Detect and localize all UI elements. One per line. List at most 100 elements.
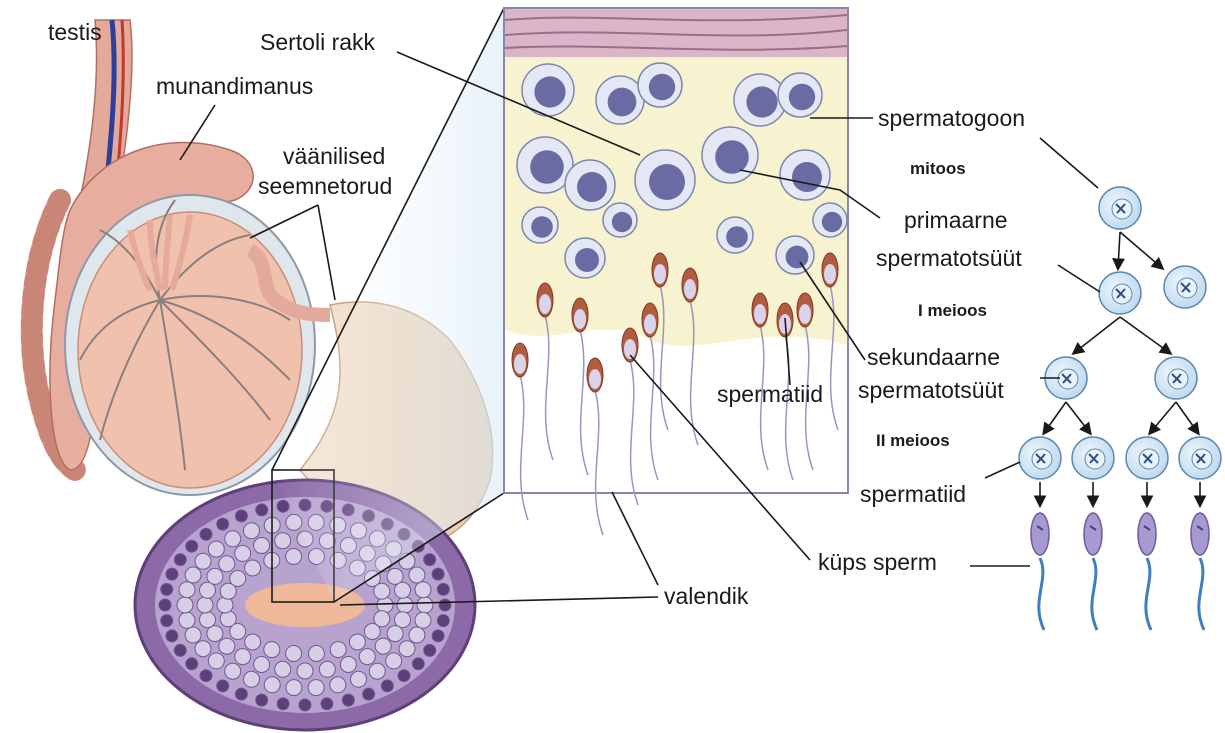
- tubule-cell: [217, 518, 229, 530]
- tubule-cell: [208, 653, 224, 669]
- tubule-cell: [219, 556, 235, 572]
- tissue-cell: [780, 150, 830, 200]
- label-tubules-line1: väänilised: [283, 143, 385, 169]
- leader-primary-scheme: [1058, 265, 1100, 292]
- label-epididymis: munandimanus: [156, 73, 313, 99]
- tubule-cell: [319, 661, 335, 677]
- tubule-cell: [174, 644, 186, 656]
- label-mitosis: mitoos: [910, 159, 966, 178]
- tubule-cell: [161, 615, 173, 627]
- tubule-cell: [230, 571, 246, 587]
- scheme-arrow: [1044, 402, 1066, 433]
- tubule-cell: [432, 568, 444, 580]
- label-mature-sperm: küps sperm: [818, 549, 937, 575]
- tubule-cell: [217, 680, 229, 692]
- tissue-cell: [702, 127, 758, 183]
- tissue-zoom-panel: [504, 8, 848, 535]
- tubule-cell: [195, 553, 211, 569]
- tubule-cell: [321, 698, 333, 710]
- tubule-cell: [220, 611, 236, 627]
- scheme-sperm-3: [1138, 513, 1156, 630]
- tissue-cell: [776, 236, 814, 274]
- label-secondary-line2: spermatotsüüt: [858, 377, 1004, 403]
- tubule-cell: [179, 612, 195, 628]
- scheme-cell-spermatid-3: [1126, 437, 1168, 479]
- tubule-cell: [179, 582, 195, 598]
- tissue-cell: [522, 207, 558, 243]
- tubule-cell: [275, 661, 291, 677]
- label-primary-line2: spermatotsüüt: [876, 245, 1022, 271]
- tubule-cell: [275, 533, 291, 549]
- tubule-cell: [200, 670, 212, 682]
- scheme-sperm: [1031, 513, 1209, 630]
- label-sertoli: Sertoli rakk: [260, 29, 376, 55]
- scheme-arrow: [1118, 232, 1120, 268]
- tissue-cell: [717, 217, 753, 253]
- tubule-cell: [244, 523, 260, 539]
- tubule-cell: [409, 627, 425, 643]
- tubule-cell: [432, 630, 444, 642]
- tissue-cell: [596, 76, 644, 124]
- tubule-cell: [177, 597, 193, 613]
- tubule-cell: [166, 568, 178, 580]
- label-primary-line1: primaarne: [904, 207, 1008, 233]
- tubule-cell: [397, 597, 413, 613]
- tubule-cell: [297, 663, 313, 679]
- tubule-cell: [342, 694, 354, 706]
- tubule-cell: [186, 540, 198, 552]
- tubule-cell: [235, 649, 251, 665]
- tubule-cell: [195, 641, 211, 657]
- tubule-cell: [359, 649, 375, 665]
- tubule-cell: [286, 680, 302, 696]
- tubule-cell: [159, 599, 171, 611]
- label-meiosis2: II meioos: [876, 431, 950, 450]
- tubule-cell: [330, 642, 346, 658]
- tubule-cell: [377, 597, 393, 613]
- tubule-cell: [398, 670, 410, 682]
- scheme-arrow: [1150, 402, 1176, 433]
- scheme-sperm-1: [1031, 513, 1049, 630]
- scheme-cell-spermatid-4: [1179, 437, 1221, 479]
- leader-spermatid-scheme: [985, 462, 1020, 478]
- tubule-cell: [208, 541, 224, 557]
- tubule-cell: [245, 560, 261, 576]
- label-testis: testis: [48, 19, 102, 45]
- scheme-cell-spermatogonium: [1099, 187, 1141, 229]
- tissue-cell: [778, 73, 822, 117]
- spermatogenesis-scheme: [1019, 187, 1221, 630]
- tubule-cell: [386, 653, 402, 669]
- scheme-sperm-4: [1191, 513, 1209, 630]
- tubule-cell: [256, 694, 268, 706]
- tubule-cell: [415, 612, 431, 628]
- tubule-cell: [264, 642, 280, 658]
- scheme-sperm-2: [1084, 513, 1102, 630]
- label-tubules-line2: seemnetorud: [258, 173, 392, 199]
- scheme-arrow: [1074, 317, 1120, 353]
- tubule-cell: [395, 582, 411, 598]
- tubule-cell: [235, 688, 247, 700]
- tubule-cell: [219, 638, 235, 654]
- tubule-cell: [254, 538, 270, 554]
- scheme-cell-primary-b: [1164, 266, 1206, 308]
- label-lumen: valendik: [664, 583, 749, 609]
- tissue-cell: [603, 203, 637, 237]
- tissue-cell: [565, 160, 615, 210]
- label-spermatid-tissue: spermatiid: [717, 381, 823, 407]
- tubule-cell: [363, 688, 375, 700]
- tubule-cell: [387, 626, 403, 642]
- tubule-cell: [299, 699, 311, 711]
- tubule-cell: [225, 663, 241, 679]
- leader-spermatogonium-scheme: [1040, 138, 1098, 188]
- tubule-cell: [186, 658, 198, 670]
- tubule-cell: [330, 677, 346, 693]
- scheme-cell-spermatid-1: [1019, 437, 1061, 479]
- scheme-arrow: [1176, 402, 1198, 433]
- scheme-arrow: [1120, 317, 1170, 353]
- scheme-arrow: [1066, 402, 1090, 433]
- tubule-cell: [374, 583, 390, 599]
- tubule-cell: [412, 658, 424, 670]
- tubule-cell: [340, 657, 356, 673]
- tubule-cell: [217, 597, 233, 613]
- tubule-cell: [254, 657, 270, 673]
